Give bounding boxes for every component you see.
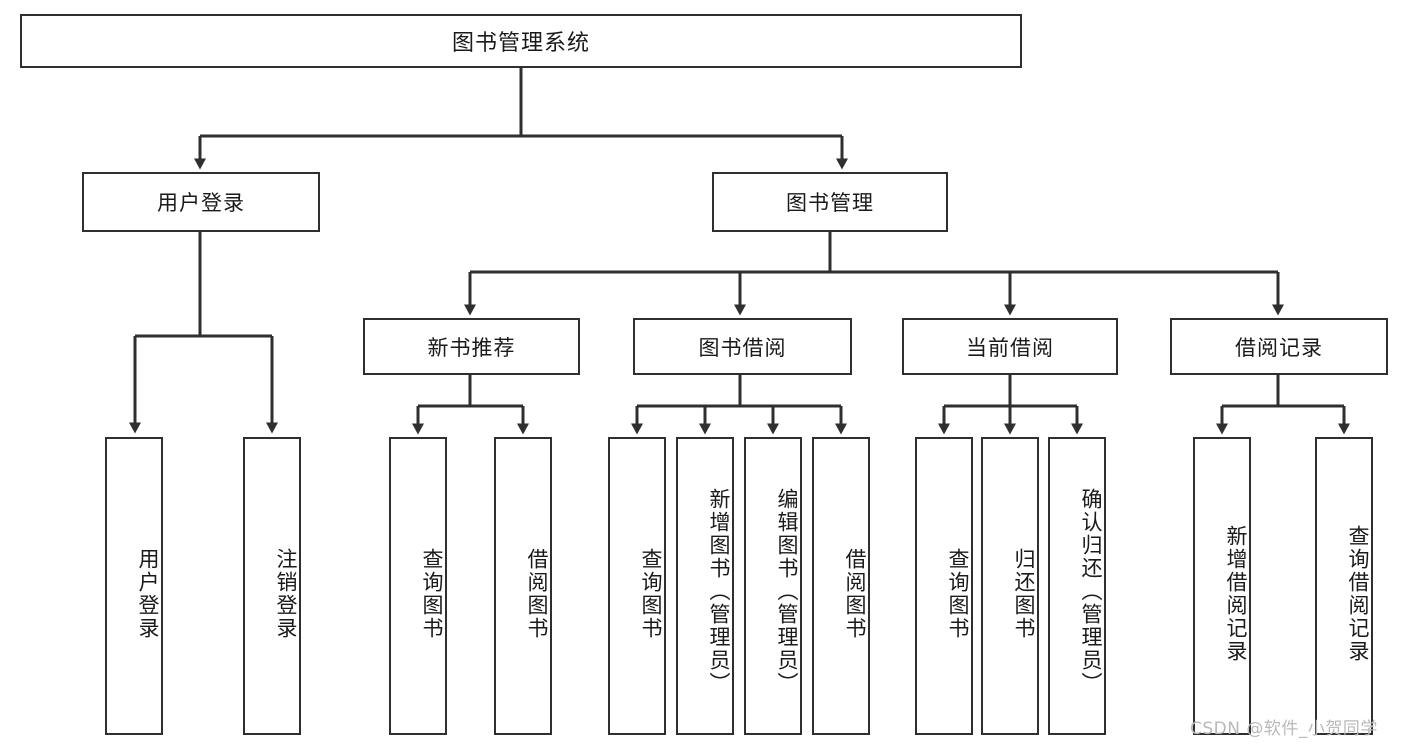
node-leaf-borrow-book-1[interactable]: 借阅图书 [494, 437, 552, 735]
node-leaf-query-book-3[interactable]: 查询图书 [915, 437, 973, 735]
node-root-system[interactable]: 图书管理系统 [20, 14, 1022, 68]
node-leaf-add-record[interactable]: 新增借阅记录 [1193, 437, 1251, 735]
watermark-text: CSDN @软件_小贺同学 [1190, 719, 1378, 739]
node-leaf-query-book-2[interactable]: 查询图书 [608, 437, 666, 735]
node-leaf-query-record[interactable]: 查询借阅记录 [1315, 437, 1373, 735]
node-leaf-logout[interactable]: 注销登录 [243, 437, 301, 735]
node-leaf-query-book-1[interactable]: 查询图书 [389, 437, 447, 735]
node-leaf-confirm-return[interactable]: 确认归还（管理员） [1048, 437, 1106, 735]
node-new-book-recommend[interactable]: 新书推荐 [363, 318, 580, 375]
node-book-manage[interactable]: 图书管理 [712, 172, 948, 232]
node-book-borrow[interactable]: 图书借阅 [633, 318, 852, 375]
node-borrow-record[interactable]: 借阅记录 [1170, 318, 1388, 375]
node-leaf-edit-book[interactable]: 编辑图书（管理员） [744, 437, 802, 735]
node-leaf-add-book[interactable]: 新增图书（管理员） [676, 437, 734, 735]
node-leaf-borrow-book-2[interactable]: 借阅图书 [812, 437, 870, 735]
node-current-borrow[interactable]: 当前借阅 [902, 318, 1118, 375]
node-user-login[interactable]: 用户登录 [82, 172, 320, 232]
node-leaf-user-login[interactable]: 用户登录 [105, 437, 163, 735]
node-leaf-return-book[interactable]: 归还图书 [981, 437, 1039, 735]
